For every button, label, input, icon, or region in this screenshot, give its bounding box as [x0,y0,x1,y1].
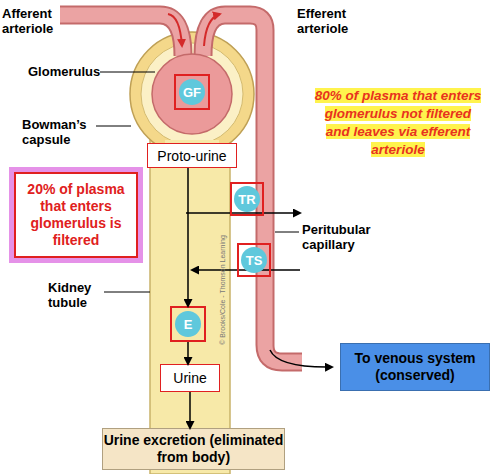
part-label: Peritubular capillary [302,222,394,252]
watermark: © Brooks/Cole - Thomson Learning [219,220,227,360]
venous-arrow [270,350,332,367]
node-text: 80% of plasma that enters glomerulus not… [315,88,482,157]
leader-line [104,292,150,293]
leader-line [100,72,155,73]
node-text: Urine [173,370,206,386]
capsule-lumen [141,43,243,145]
process-circle-box: E [170,306,206,342]
leader-line [275,232,299,233]
flow-arrow [189,392,191,428]
part-label: Kidney tubule [48,280,108,310]
leader-line [96,126,131,127]
process-circle-box: GF [174,74,210,110]
node-text: E [175,311,201,337]
flow-arrow [187,168,189,306]
glomerulus [152,54,232,134]
part-label: Glomerulus [28,64,108,79]
node-text: 20% of plasma that enters glomerulus is … [20,181,132,249]
afferent-arteriole [60,15,183,56]
highlight-note: 80% of plasma that enters glomerulus not… [312,86,484,158]
reabsorption-arrow [186,212,300,214]
part-label: Efferent arteriole [297,6,367,36]
flow-arrow [168,14,182,46]
flow-arrow [204,14,220,46]
node-text: Proto-urine [157,148,226,164]
flow-arrow [187,342,189,364]
node-text: GF [179,79,205,105]
node-text: To venous system (conserved) [341,350,489,384]
fluid-box: Urine [160,364,220,392]
fluid-box: Proto-urine [147,143,237,168]
node-text: TR [234,186,260,212]
afferent-arteriole-wall [60,15,183,56]
node-text: Urine excretion (eliminated from body) [103,432,284,466]
part-label: Afferent arteriole [2,6,72,36]
destination-box: To venous system (conserved) [340,343,490,391]
note-box: 20% of plasma that enters glomerulus is … [14,172,138,258]
node-text: TS [241,247,267,273]
process-circle-box: TR [230,182,264,216]
destination-box: Urine excretion (eliminated from body) [102,428,285,470]
process-circle-box: TS [237,243,271,277]
part-label: Bowman’s capsule [22,117,97,147]
